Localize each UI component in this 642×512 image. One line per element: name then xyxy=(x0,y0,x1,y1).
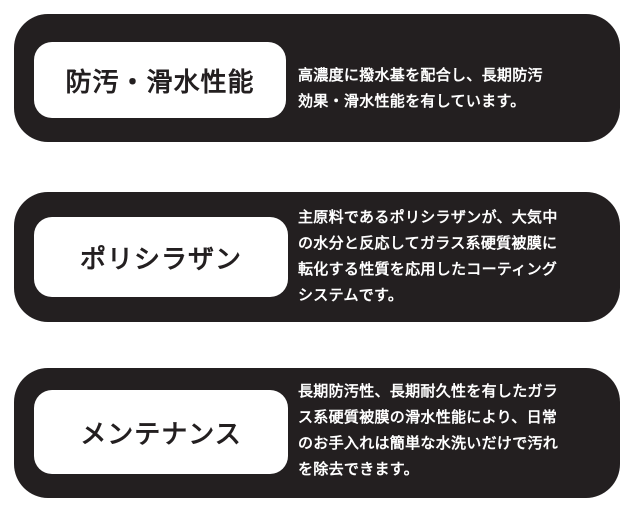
feature-card-antifouling: 防汚・滑水性能 高濃度に撥水基を配合し、長期防汚 効果・滑水性能を有しています。 xyxy=(14,14,620,142)
feature-title: メンテナンス xyxy=(80,419,242,450)
description-line: 主原料であるポリシラザンが、大気中 xyxy=(298,208,558,226)
description-line: 効果・滑水性能を有しています。 xyxy=(298,92,526,110)
feature-title: ポリシラザン xyxy=(79,244,242,275)
feature-card-maintenance: メンテナンス 長期防汚性、長期耐久性を有したガラ ス系硬質被膜の滑水性能により、… xyxy=(14,368,620,498)
description-line: の水分と反応してガラス系硬質被膜に xyxy=(298,234,558,252)
feature-description: 長期防汚性、長期耐久性を有したガラ ス系硬質被膜の滑水性能により、日常 のお手入… xyxy=(298,378,606,482)
description-line: 長期防汚性、長期耐久性を有したガラ xyxy=(298,382,559,400)
description-line: ス系硬質被膜の滑水性能により、日常 xyxy=(298,408,558,426)
feature-description: 高濃度に撥水基を配合し、長期防汚 効果・滑水性能を有しています。 xyxy=(298,62,606,114)
feature-title-box: メンテナンス xyxy=(34,390,288,474)
feature-description: 主原料であるポリシラザンが、大気中 の水分と反応してガラス系硬質被膜に 転化する… xyxy=(298,204,606,308)
description-line: を除去できます。 xyxy=(298,460,419,478)
description-line: のお手入れは簡単な水洗いだけで汚れ xyxy=(298,434,559,452)
description-line: 転化する性質を応用したコーティング xyxy=(298,260,558,278)
description-line: システムです。 xyxy=(298,286,404,304)
feature-card-polysilazane: ポリシラザン 主原料であるポリシラザンが、大気中 の水分と反応してガラス系硬質被… xyxy=(14,192,620,322)
feature-title-box: ポリシラザン xyxy=(34,217,288,297)
description-line: 高濃度に撥水基を配合し、長期防汚 xyxy=(298,66,543,84)
feature-title: 防汚・滑水性能 xyxy=(65,67,255,98)
feature-title-box: 防汚・滑水性能 xyxy=(34,42,286,118)
